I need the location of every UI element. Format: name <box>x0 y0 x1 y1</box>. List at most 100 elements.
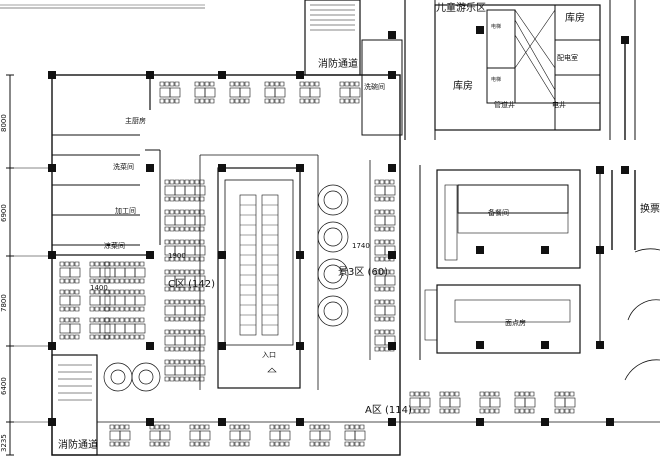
pipe-well-label: 管道井 <box>494 101 515 109</box>
table <box>384 275 396 286</box>
chair <box>444 408 450 414</box>
chair <box>194 376 200 382</box>
chair <box>164 359 170 365</box>
chair <box>124 306 130 312</box>
chair <box>89 306 95 312</box>
chair <box>344 81 350 87</box>
chair <box>164 329 170 335</box>
chair <box>389 256 395 262</box>
chair <box>139 289 145 295</box>
chair <box>344 98 350 104</box>
chair <box>379 286 385 292</box>
chair <box>269 424 275 430</box>
chair <box>479 391 485 397</box>
structural-column <box>296 251 304 259</box>
structural-column <box>146 342 154 350</box>
chair <box>184 316 190 322</box>
chair <box>554 391 560 397</box>
chair <box>234 424 240 430</box>
chair <box>239 98 245 104</box>
chair <box>64 289 70 295</box>
table <box>194 215 206 226</box>
chair <box>89 334 95 340</box>
chair <box>194 209 200 215</box>
chair <box>64 317 70 323</box>
chair <box>384 239 390 245</box>
chair <box>494 408 500 414</box>
round-booth-inner <box>110 369 126 385</box>
table <box>264 87 276 98</box>
chair <box>134 306 140 312</box>
structural-column <box>388 71 396 79</box>
chair <box>94 261 100 267</box>
chair <box>244 81 250 87</box>
chair <box>184 196 190 202</box>
chair <box>119 334 125 340</box>
table <box>164 305 176 316</box>
structural-column <box>541 246 549 254</box>
lift-1 <box>486 9 516 69</box>
chair <box>379 299 385 305</box>
table <box>174 335 186 346</box>
chair <box>379 239 385 245</box>
chair <box>199 376 205 382</box>
structural-column <box>48 71 56 79</box>
chair <box>184 346 190 352</box>
table <box>69 295 81 306</box>
chair <box>179 286 185 292</box>
chair <box>129 261 135 267</box>
chair <box>174 98 180 104</box>
structural-column <box>146 251 154 259</box>
chair <box>529 391 535 397</box>
structural-column <box>596 341 604 349</box>
chair <box>349 441 355 447</box>
chair <box>194 239 200 245</box>
chair <box>194 286 200 292</box>
table <box>524 397 536 408</box>
chair <box>269 441 275 447</box>
chair <box>409 391 415 397</box>
chair <box>199 209 205 215</box>
chair <box>174 346 180 352</box>
chair <box>189 299 195 305</box>
chair <box>229 81 235 87</box>
chair <box>74 289 80 295</box>
chair <box>189 316 195 322</box>
chair <box>124 317 130 323</box>
chair <box>139 278 145 284</box>
lift-label-1: 电梯 <box>491 24 502 30</box>
round-booth <box>103 362 133 392</box>
chair <box>384 346 390 352</box>
structural-column <box>541 341 549 349</box>
table <box>349 87 361 98</box>
chair <box>119 306 125 312</box>
chair <box>229 441 235 447</box>
structural-column <box>296 164 304 172</box>
chair <box>174 286 180 292</box>
chair <box>179 226 185 232</box>
chair <box>124 334 130 340</box>
chair <box>179 359 185 365</box>
chair <box>69 289 75 295</box>
chair <box>109 441 115 447</box>
chair <box>384 196 390 202</box>
chair <box>169 179 175 185</box>
chair <box>279 441 285 447</box>
chair <box>194 441 200 447</box>
chair <box>89 317 95 323</box>
structural-column <box>296 342 304 350</box>
table <box>59 295 71 306</box>
chair <box>274 424 280 430</box>
chair <box>239 441 245 447</box>
table <box>124 267 136 278</box>
chair <box>199 359 205 365</box>
chair <box>94 278 100 284</box>
structural-column <box>218 164 226 172</box>
chair <box>494 391 500 397</box>
structural-column <box>388 31 396 39</box>
table <box>164 215 176 226</box>
elevator-well-label: 电井 <box>552 101 566 109</box>
chair <box>99 289 105 295</box>
chair <box>239 81 245 87</box>
